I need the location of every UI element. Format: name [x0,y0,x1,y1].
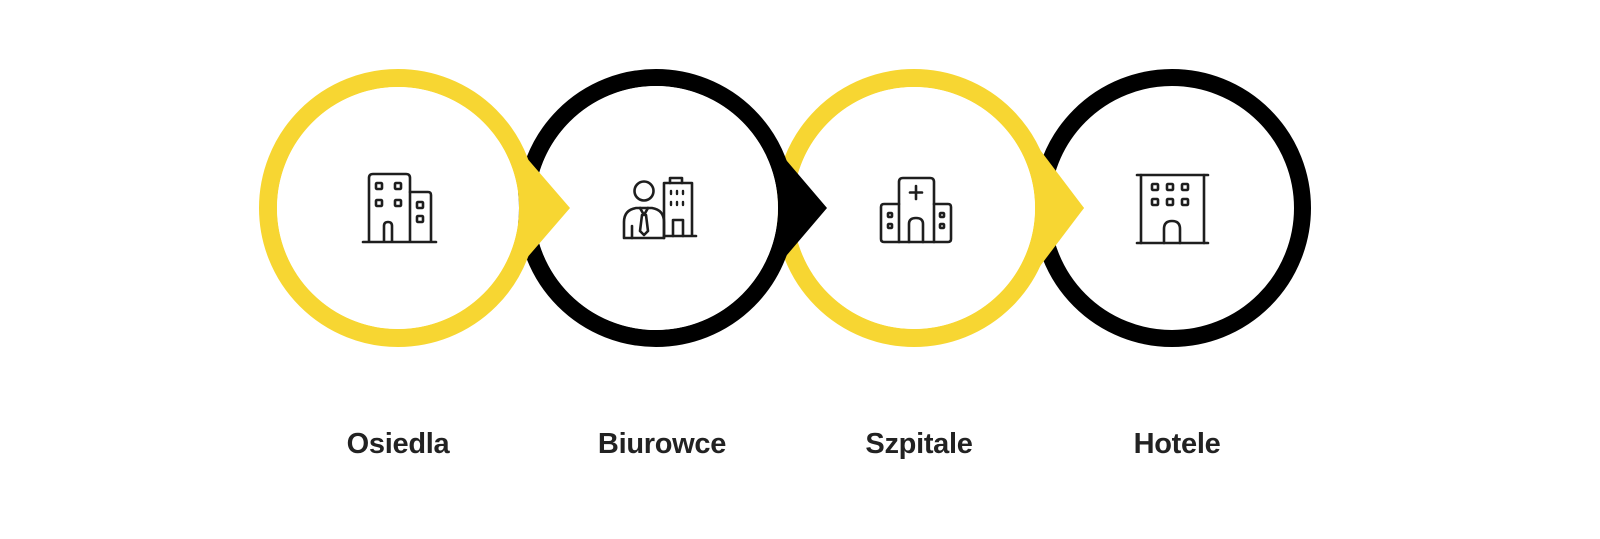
step-label-biurowce: Biurowce [597,428,727,460]
hotel-icon [1135,173,1210,245]
hospital-icon [879,176,953,244]
office-worker-building-icon [622,176,698,240]
apartment-buildings-icon [361,172,438,244]
step-ring-szpitale [775,69,1084,347]
step-ring-osiedla [259,69,570,347]
step-label-szpitale: Szpitale [865,428,973,460]
step-ring-biurowce [517,69,827,347]
step-label-osiedla: Osiedla [346,428,450,460]
step-label-hotele: Hotele [1133,428,1221,460]
